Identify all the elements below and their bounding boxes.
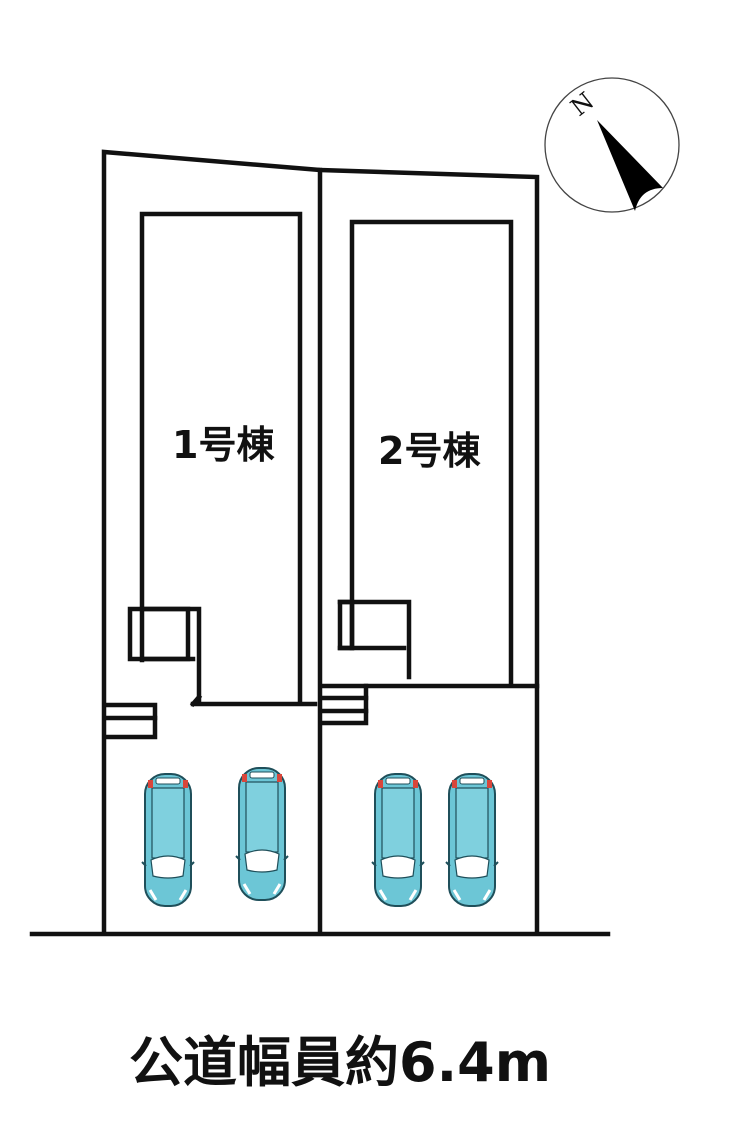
car-icon	[140, 772, 196, 908]
north-compass-icon: N	[544, 77, 680, 213]
lot-2-label: 2号棟	[378, 429, 481, 473]
road-width-label: 公道幅員約6.4m	[129, 1031, 551, 1094]
car-icon	[370, 772, 426, 908]
car-icon	[234, 766, 290, 902]
car-icon	[444, 772, 500, 908]
building-1-outline	[127, 211, 318, 708]
lot-1-label: 1号棟	[172, 423, 275, 467]
steps-1	[103, 702, 158, 740]
steps-2	[319, 683, 369, 726]
building-2-outline	[320, 219, 540, 689]
